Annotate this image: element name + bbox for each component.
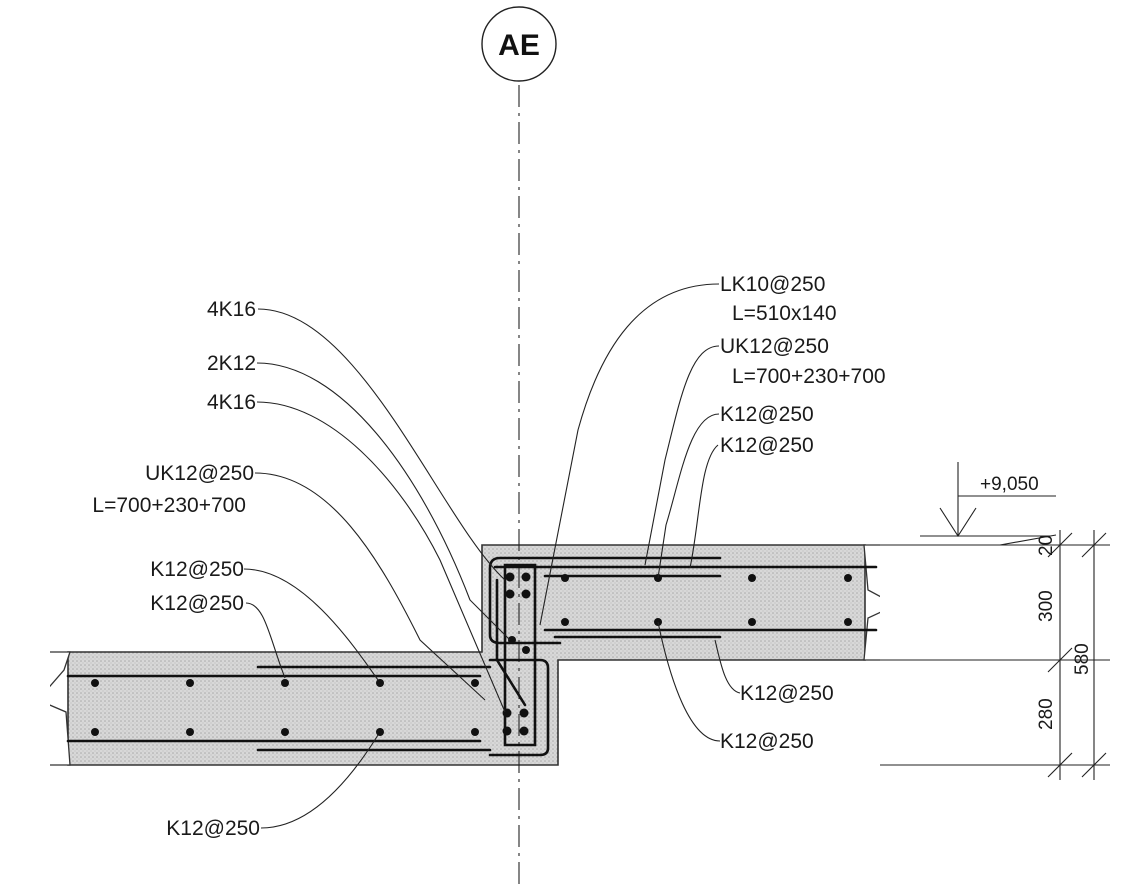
axis-bubble [481, 6, 557, 82]
label-left-k12-b: K12@250 [150, 592, 244, 615]
label-left-uk12: UK12@250 [145, 462, 254, 485]
label-left-k12-a: K12@250 [150, 558, 244, 581]
label-right-k12-c: K12@250 [740, 682, 834, 705]
left-leader-lines [243, 308, 511, 829]
joint-bar-dots [502, 572, 531, 736]
label-left-2k12: 2K12 [207, 352, 256, 375]
label-right-k12-a: K12@250 [720, 403, 814, 426]
label-right-uk12-length: L=700+230+700 [732, 365, 886, 388]
label-right-lk10: LK10@250 [720, 273, 825, 296]
level-marker [920, 462, 1056, 538]
lap-bar [495, 578, 527, 707]
label-right-k12-d: K12@250 [720, 730, 814, 753]
dimension-280: 280 [1036, 698, 1057, 730]
dimension-lines [880, 530, 1110, 780]
dimension-300: 300 [1036, 590, 1057, 622]
lk10-stirrup [503, 563, 537, 747]
left-slab-bar-dots [91, 679, 479, 736]
left-u-stirrup [488, 658, 550, 757]
label-right-lk10-length: L=510x140 [732, 302, 837, 325]
level-value: +9,050 [980, 474, 1039, 495]
right-leader-lines [539, 283, 741, 742]
axis-label: AE [498, 29, 540, 62]
label-left-4k16-top: 4K16 [207, 298, 256, 321]
dimension-20: 20 [1036, 535, 1057, 556]
label-right-k12-b: K12@250 [720, 434, 814, 457]
label-left-uk12-length: L=700+230+700 [92, 494, 246, 517]
label-left-k12-bottom: K12@250 [166, 817, 260, 840]
dimension-580: 580 [1072, 643, 1093, 675]
label-left-4k16-bottom: 4K16 [207, 391, 256, 414]
label-right-uk12: UK12@250 [720, 335, 829, 358]
